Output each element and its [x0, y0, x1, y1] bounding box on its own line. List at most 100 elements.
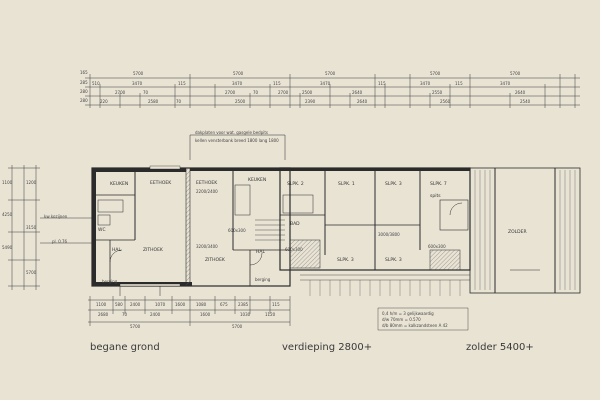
bot-dim-1600b: 1600: [200, 312, 211, 317]
note-kozijnen: kw kozijnen: [44, 214, 68, 219]
top-dimension-lines: [85, 74, 580, 108]
top-dim-2550: 2550: [432, 90, 443, 95]
room-hal-2: HAL: [256, 250, 265, 255]
dim-600x300-b: 600x300: [285, 247, 303, 252]
module-dim-4: 5700: [430, 71, 441, 76]
left-dimension-lines: [8, 165, 92, 290]
dim-2200-2400: 2200/2400: [196, 189, 218, 194]
room-wc: WC: [98, 228, 106, 233]
dim-3000-3800: 3000/3800: [378, 232, 400, 237]
room-zithoek-1: ZITHOEK: [143, 248, 163, 253]
room-eethoek-1: EETHOEK: [150, 181, 172, 186]
top-dim-3470a: 3470: [132, 81, 143, 86]
bot-dim-1030: 1030: [240, 312, 251, 317]
bot-dim-70: 70: [122, 312, 128, 317]
bot-dim-2400: 2400: [130, 302, 141, 307]
caption-verdieping: verdieping 2800+: [282, 342, 373, 353]
top-dim-2700a: 2700: [115, 90, 126, 95]
room-keuken-2: KEUKEN: [248, 178, 267, 183]
left-dim-1100: 1100: [2, 180, 13, 185]
top-dim-220: 220: [100, 99, 108, 104]
top-dim-115d: 115: [455, 81, 463, 86]
note-vensterbank: kellen vensterbank breed 1800 lang 1800: [195, 138, 279, 143]
top-dim-2540: 2540: [520, 99, 531, 104]
room-slpk-1a: SLPK. 1: [338, 182, 355, 187]
room-keuken: KEUKEN: [110, 182, 129, 187]
bot-dim-1600: 1600: [175, 302, 186, 307]
room-hal-1: HAL: [112, 248, 121, 253]
top-dim-3470d: 3470: [420, 81, 431, 86]
top-dim-2580: 2580: [148, 99, 159, 104]
legend-line-3: d/b 80mm = kalkzandsteen A 42: [382, 323, 448, 328]
top-dim-3470e: 3470: [500, 81, 511, 86]
note-dakplaten: dakplaten voor wat. gasgele bedpits: [195, 130, 269, 135]
top-dim-2500: 2500: [302, 90, 313, 95]
caption-zolder: zolder 5400+: [466, 342, 534, 353]
bot-dim-580: 580: [115, 302, 123, 307]
bot-dim-2400b: 2400: [150, 312, 161, 317]
room-slpk-3a: SLPK. 3: [385, 182, 402, 187]
dim-3200-3400: 3200/3400: [196, 244, 218, 249]
bot-dim-1120: 1120: [265, 312, 276, 317]
bot-dim-5700a: 5700: [130, 324, 141, 329]
top-dim-115b: 115: [273, 81, 281, 86]
bot-dim-1100: 1100: [96, 302, 107, 307]
level-280b: 280: [80, 98, 88, 103]
module-dim-5: 5700: [510, 71, 521, 76]
left-dim-1200: 1200: [26, 180, 37, 185]
bot-dim-2385: 2385: [238, 302, 249, 307]
legend-line-1: 0,4 h/m = 3 gelijkwaardig: [382, 311, 434, 316]
top-dim-2700c: 2700: [278, 90, 289, 95]
first-floor-plan: [279, 167, 471, 331]
room-spits: spits: [430, 194, 441, 199]
room-slpk-2: SLPK. 2: [287, 182, 304, 187]
module-dim-2: 5700: [233, 71, 244, 76]
left-dim-5700: 5700: [26, 270, 37, 275]
room-eethoek-2: EETHOEK: [196, 181, 218, 186]
level-165: 165: [80, 70, 88, 75]
level-285: 285: [80, 80, 88, 85]
top-dim-2700b: 2700: [225, 90, 236, 95]
room-berging-1: berging: [102, 279, 118, 284]
room-slpk-7: SLPK. 7: [430, 182, 447, 187]
bot-dim-1080: 1080: [196, 302, 207, 307]
room-slpk-3b: SLPK. 3: [337, 258, 354, 263]
top-dim-70a: 70: [143, 90, 149, 95]
room-slpk-3c: SLPK. 3: [385, 258, 402, 263]
level-280a: 280: [80, 89, 88, 94]
top-dim-2640b: 2640: [515, 90, 526, 95]
top-dim-3470b: 3470: [232, 81, 243, 86]
top-dim-3470c: 3470: [320, 81, 331, 86]
top-dim-2500b: 2500: [235, 99, 246, 104]
dim-600x300-c: 600x300: [428, 244, 446, 249]
left-dim-3150: 3150: [26, 225, 37, 230]
caption-begane-grond: begane grond: [90, 342, 160, 353]
room-bad: BAD: [290, 222, 300, 227]
room-zithoek-2: ZITHOEK: [205, 258, 225, 263]
bot-dim-5700b: 5700: [232, 324, 243, 329]
bottom-dimension-lines: [88, 296, 291, 326]
top-dim-2640c: 2640: [357, 99, 368, 104]
bot-dim-115: 115: [272, 302, 280, 307]
top-dim-70c: 70: [176, 99, 182, 104]
bot-dim-1070: 1070: [155, 302, 166, 307]
top-dim-2560: 2560: [440, 99, 451, 104]
bot-dim-2680: 2680: [98, 312, 109, 317]
left-dim-4250: 4250: [2, 212, 13, 217]
dim-600x300-a: 600x300: [228, 228, 246, 233]
top-dim-2390: 2390: [305, 99, 316, 104]
annotation-bracket: [189, 134, 286, 160]
top-dim-510: 510: [92, 81, 100, 86]
room-zolder: ZOLDER: [508, 230, 527, 235]
note-level: pl. 0.76: [52, 239, 68, 244]
top-dim-2640a: 2640: [352, 90, 363, 95]
legend-line-2: d/w 70mm = 0.570: [382, 317, 421, 322]
bot-dim-675: 675: [220, 302, 228, 307]
left-dim-5490: 5490: [2, 245, 13, 250]
module-dim-3: 5700: [325, 71, 336, 76]
top-dim-70b: 70: [253, 90, 259, 95]
module-dim-1: 5700: [133, 71, 144, 76]
ground-floor-plan: [91, 165, 291, 296]
